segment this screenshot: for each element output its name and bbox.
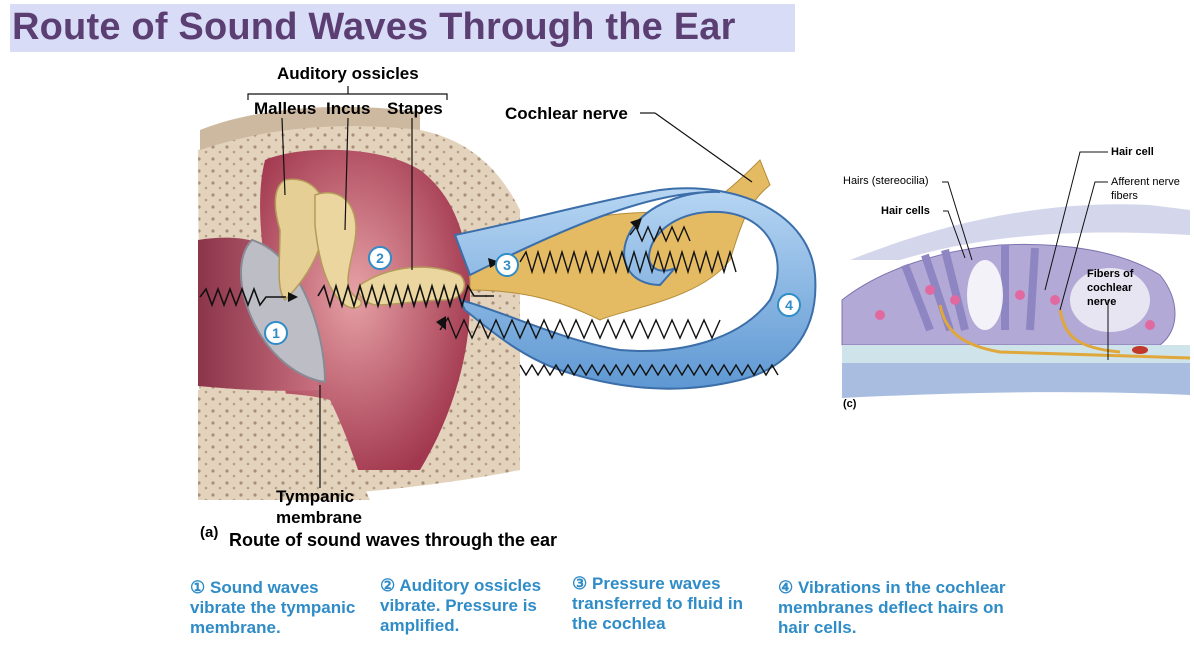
- hair-cell-label: Hair cell: [1111, 146, 1154, 158]
- stapes-label: Stapes: [387, 99, 443, 118]
- svg-text:2: 2: [376, 250, 384, 266]
- cochlear-nerve-label: Cochlear nerve: [505, 104, 628, 123]
- step-2: ② Auditory ossicles vibrate. Pressure is…: [380, 576, 541, 636]
- tympanic-membrane-label-1: Tympanic: [276, 487, 355, 506]
- step-3: ③ Pressure waves transferred to fluid in…: [572, 574, 743, 634]
- incus-shape: [314, 192, 362, 309]
- wave-cochlea-bottom: [519, 363, 779, 377]
- lower-bone: [198, 390, 370, 500]
- marker-2: 2: [368, 246, 392, 270]
- afferent-label-2: fibers: [1111, 190, 1138, 202]
- ossicles-bracket: [247, 86, 448, 100]
- fibers-label-2: cochlear: [1087, 282, 1133, 294]
- step-1-line-2: vibrate the tympanic: [190, 598, 356, 617]
- step-4-line-2: membranes deflect hairs on: [778, 598, 1004, 617]
- step-4-line-3: hair cells.: [778, 618, 857, 637]
- page-title: Route of Sound Waves Through the Ear: [12, 6, 736, 48]
- step-1-line-1: Sound waves: [209, 578, 319, 597]
- fibers-label-1: Fibers of: [1087, 268, 1134, 280]
- title-banner: [10, 4, 795, 52]
- step-1-line-3: membrane.: [190, 618, 281, 637]
- step-4: ④ Vibrations in the cochlear membranes d…: [778, 578, 1006, 638]
- marker-1: 1: [264, 321, 288, 345]
- panel-c-label: (c): [843, 398, 857, 410]
- afferent-label-1: Afferent nerve: [1111, 176, 1180, 188]
- wave-cochlea-lower: [439, 316, 721, 340]
- wave-canal: [199, 286, 286, 308]
- auditory-ossicles-label: Auditory ossicles: [277, 64, 419, 83]
- fibers-label-3: nerve: [1087, 296, 1117, 308]
- wave-apex: [629, 225, 691, 243]
- step-1: ① Sound waves vibrate the tympanic membr…: [190, 578, 355, 638]
- step-2-line-2: vibrate. Pressure is: [380, 596, 537, 615]
- wave-cochlea-upper: [519, 249, 737, 275]
- step-3-line-2: transferred to fluid in: [572, 594, 743, 613]
- marker-3: 3: [495, 253, 519, 277]
- step-2-line-1: Auditory ossicles: [399, 576, 542, 595]
- panel-a-label: (a): [200, 524, 219, 541]
- panel-a-caption: Route of sound waves through the ear: [229, 530, 558, 550]
- hair-cells-label: Hair cells: [881, 205, 930, 217]
- stereocilia-label: Hairs (stereocilia): [843, 175, 929, 187]
- inset-organ-of-corti: [840, 151, 1191, 410]
- step-3-line-1: Pressure waves: [591, 574, 721, 593]
- cochlea-shape: [453, 187, 817, 390]
- svg-text:4: 4: [785, 297, 793, 313]
- step-1-number: ①: [190, 578, 206, 597]
- step-3-number: ③: [572, 574, 588, 593]
- step-4-number: ④: [778, 578, 794, 597]
- step-3-line-3: the cochlea: [572, 614, 666, 633]
- incus-label: Incus: [326, 99, 371, 118]
- svg-text:1: 1: [272, 325, 280, 341]
- skull-bone: [200, 106, 420, 150]
- step-4-line-1: Vibrations in the cochlear: [797, 578, 1006, 597]
- marker-4: 4: [777, 293, 801, 317]
- svg-text:3: 3: [503, 257, 511, 273]
- malleus-label: Malleus: [254, 99, 317, 118]
- tympanic-membrane-label-2: membrane: [276, 508, 362, 527]
- step-2-number: ②: [380, 576, 396, 595]
- step-2-line-3: amplified.: [380, 616, 460, 635]
- wave-middle: [317, 283, 494, 309]
